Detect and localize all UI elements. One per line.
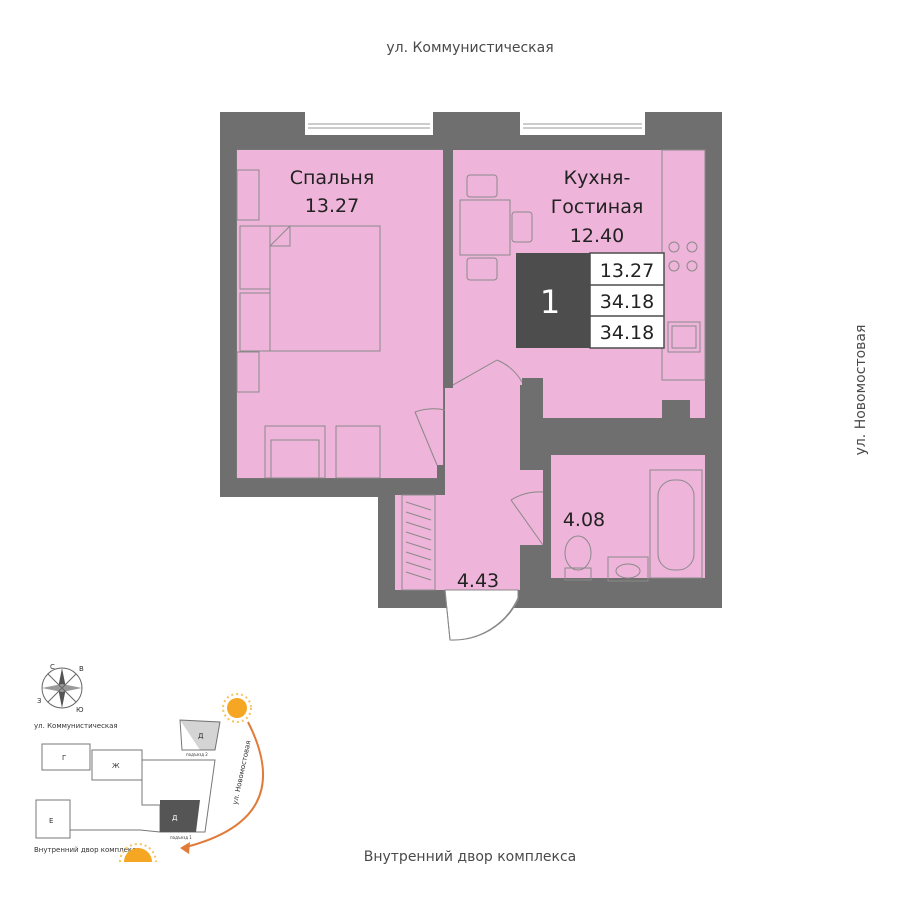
window-right [520,118,645,135]
site-building-d-top: Д [198,732,204,740]
compass-rose: С В Ю З [37,663,84,714]
site-building-e: Е [49,817,53,825]
site-building-d-bottom: Д [172,814,178,822]
site-entrance-top: подъезд 2 [186,752,208,757]
bedroom-shelf [236,169,260,393]
bedroom-area: 13.27 [305,195,359,217]
wardrobe [401,494,436,591]
hallway-area: 4.43 [457,570,499,592]
site-street-right: ул. Новомостовая [231,740,252,806]
dining-table [459,174,533,281]
street-label-right: ул. Новомостовая [853,325,869,456]
room-count: 1 [540,283,560,321]
bathtub [649,469,703,579]
bedroom-nightstand [335,425,381,479]
site-street-top: ул. Коммунистическая [34,722,118,730]
street-label-bottom: Внутренний двор комплекса [364,849,577,865]
door-bathroom [510,491,544,546]
bathroom-area: 4.08 [563,509,605,531]
kitchen-name-line1: Кухня- [564,167,631,189]
door-kitchen [452,359,523,386]
compass-west: З [37,697,42,705]
summary-total-area-balcony: 34.18 [600,322,654,344]
apartment-plan: Спальня 13.27 Кухня- Гостиная 12.40 4.08… [220,112,722,641]
armchair [264,425,326,479]
sun-icon-morning [222,693,252,723]
summary-living-area: 13.27 [600,260,654,282]
compass-north: С [50,663,55,671]
sun-path [119,693,264,863]
site-entrance-bottom: подъезд 1 [170,835,192,840]
bedroom-name: Спальня [290,167,375,189]
site-building-zh: Ж [112,762,120,770]
kitchen-area: 12.40 [570,225,624,247]
door-bedroom [414,408,446,466]
sink [607,556,649,582]
bed [239,225,381,352]
toilet [564,535,592,581]
window-left [305,118,433,135]
kitchen-name-line2: Гостиная [551,196,644,218]
door-entrance [444,589,519,641]
street-label-top: ул. Коммунистическая [386,40,553,56]
site-courtyard: Внутренний двор комплекса [34,846,140,854]
sun-icon-evening [119,843,157,863]
compass-east: В [79,665,84,673]
site-building-g: Г [62,754,66,762]
compass-south: Ю [76,706,84,714]
summary-total-area: 34.18 [600,291,654,313]
summary-box: 1 13.27 34.18 34.18 [516,252,665,349]
